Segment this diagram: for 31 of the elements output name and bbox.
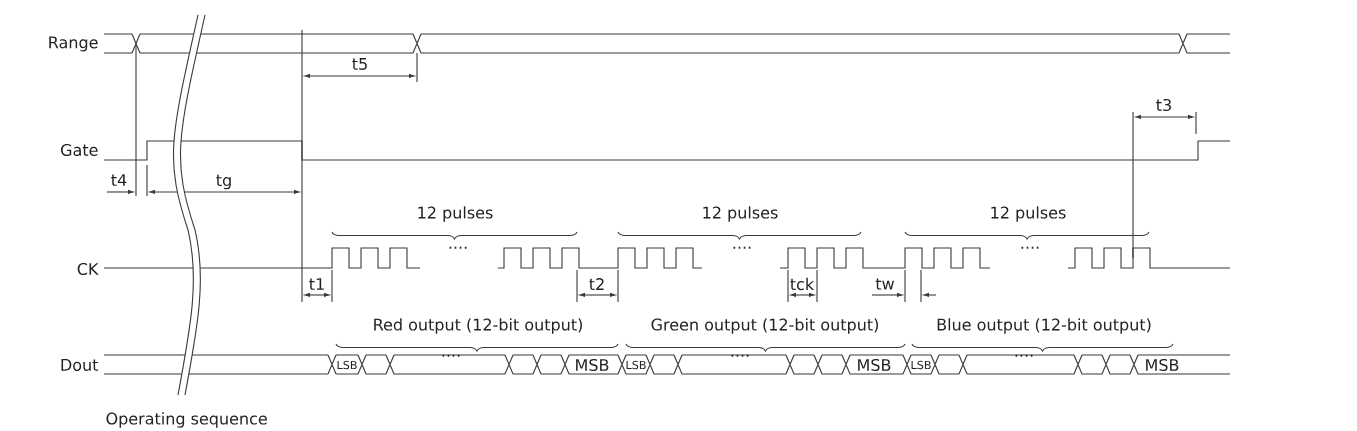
ellipsis: ····: [1015, 354, 1033, 357]
ellipsis: ····: [442, 354, 460, 357]
timing-label: t4: [111, 174, 127, 186]
signal-name: Gate: [61, 143, 98, 157]
signal-name: Range: [49, 36, 98, 52]
ellipsis: ····: [1021, 246, 1039, 249]
bit-label: MSB: [1146, 358, 1179, 372]
ellipsis: ····: [449, 246, 467, 249]
brace-label: 12 pulses: [418, 206, 493, 222]
brace-label: Blue output (12-bit output): [937, 318, 1151, 334]
timing-label: t1: [309, 278, 324, 290]
bit-label: MSB: [576, 358, 609, 372]
ellipsis: ····: [733, 246, 751, 249]
timing-label: t5: [352, 58, 367, 70]
bit-label: LSB: [337, 360, 357, 370]
caption: Operating sequence: [106, 412, 267, 428]
timing-label: t3: [1156, 98, 1171, 112]
brace-label: 12 pulses: [991, 206, 1066, 222]
bit-label: MSB: [858, 358, 891, 372]
bit-label: LSB: [626, 360, 646, 370]
signal-name: CK: [77, 262, 99, 276]
brace-label: Red output (12-bit output): [374, 318, 582, 334]
brace-label: Green output (12-bit output): [651, 318, 878, 334]
timing-label: tck: [790, 277, 815, 291]
timing-label: tg: [216, 174, 231, 190]
brace-label: 12 pulses: [703, 206, 778, 222]
signal-name: Dout: [61, 359, 99, 371]
ellipsis: ····: [731, 354, 749, 357]
timing-label: tw: [875, 278, 894, 290]
timing-label: t2: [589, 278, 604, 290]
bit-label: LSB: [911, 360, 931, 370]
